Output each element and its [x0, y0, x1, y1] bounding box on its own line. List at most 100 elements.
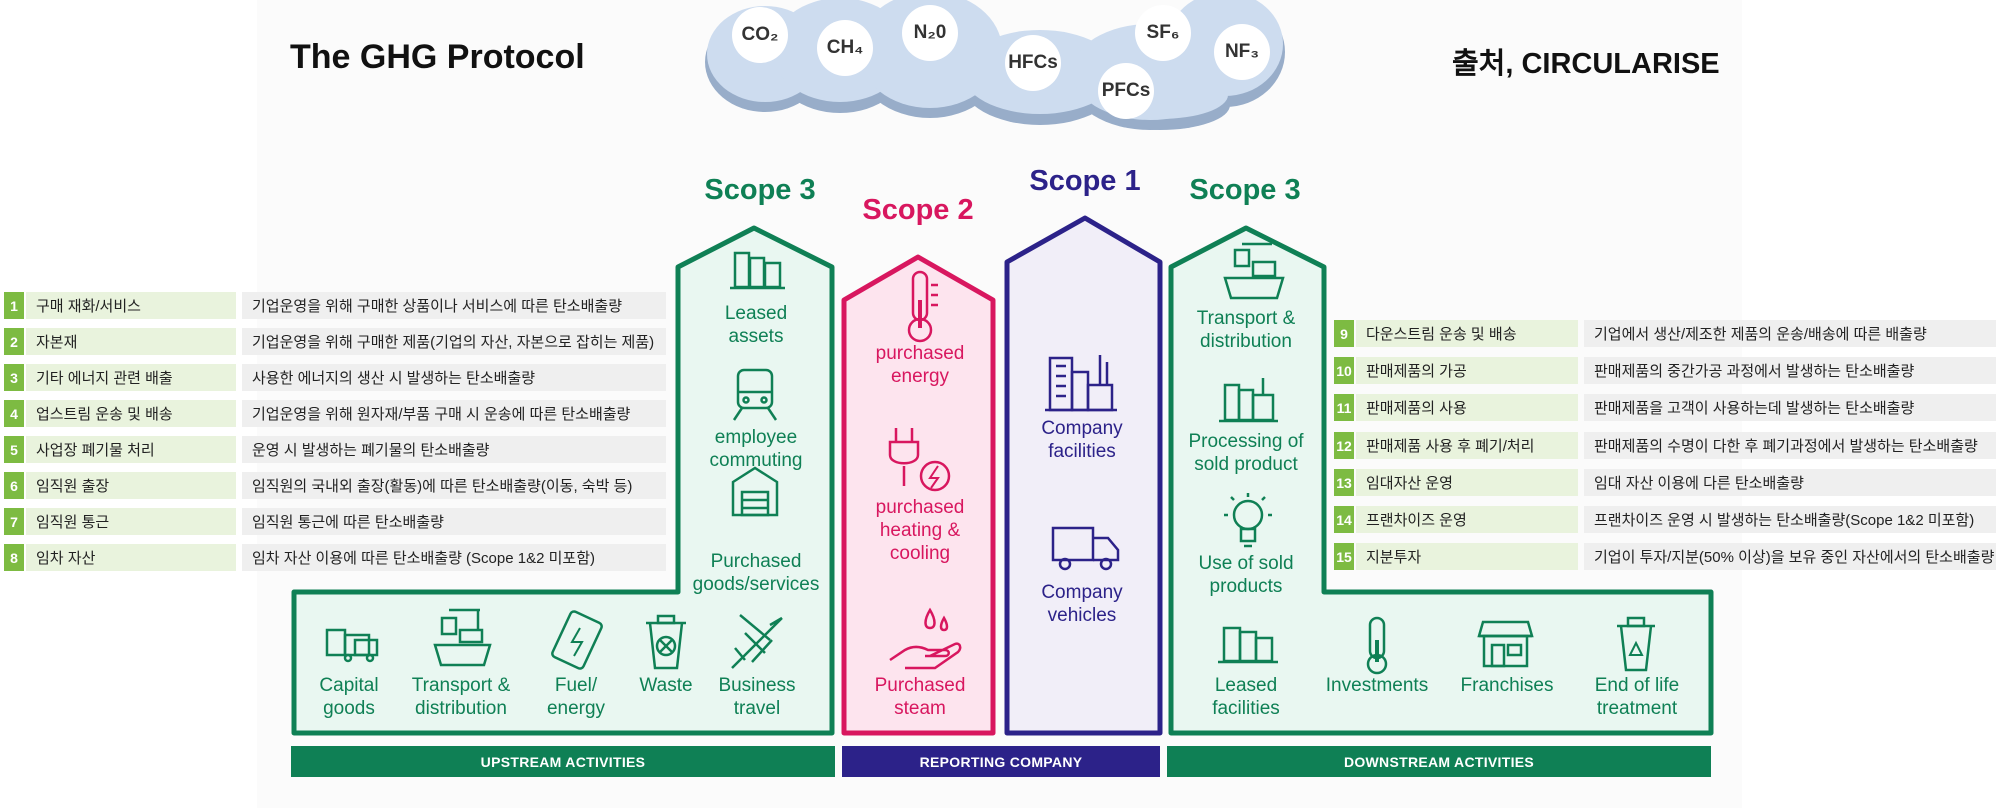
table-row: 4 업스트림 운송 및 배송 기업운영을 위해 원자재/부품 구매 시 운송에 … — [4, 400, 666, 427]
table-row: 5 사업장 폐기물 처리 운영 시 발생하는 폐기물의 탄소배출량 — [4, 436, 666, 463]
gas-sf6: SF₆ — [1146, 22, 1180, 43]
category-cell: 구매 재화/서비스 — [26, 292, 236, 319]
thermometer-icon — [907, 270, 938, 343]
processing-sold-product-label: Processing of sold product — [1188, 431, 1304, 475]
upstream-transport-label: Transport & distribution — [411, 675, 511, 719]
gas-hfcs: HFCs — [1008, 52, 1058, 73]
page-title: The GHG Protocol — [290, 38, 585, 76]
description-cell: 기업운영을 위해 원자재/부품 구매 시 운송에 따른 탄소배출량 — [242, 400, 666, 427]
company-facilities-label: Company facilities — [1041, 418, 1123, 462]
table-row: 12 판매제품 사용 후 폐기/처리 판매제품의 수명이 다한 후 폐기과정에서… — [1334, 432, 1996, 459]
description-cell: 판매제품의 중간가공 과정에서 발생하는 탄소배출량 — [1584, 357, 1996, 384]
business-travel-label: Business travel — [718, 675, 796, 719]
description-cell: 운영 시 발생하는 폐기물의 탄소배출량 — [242, 436, 666, 463]
category-cell: 임직원 출장 — [26, 472, 236, 499]
fuel-icon — [551, 610, 603, 670]
leased-assets-label: Leased assets — [724, 303, 788, 347]
row-number-badge: 1 — [4, 292, 24, 319]
category-cell: 다운스트림 운송 및 배송 — [1356, 320, 1578, 347]
row-number-badge: 6 — [4, 472, 24, 499]
category-cell: 프랜차이즈 운영 — [1356, 506, 1578, 533]
capital-goods-label: Capital goods — [319, 675, 379, 719]
franchise-store-icon — [1477, 620, 1534, 668]
fuel-energy-label: Fuel/ energy — [546, 675, 606, 719]
description-cell: 임직원의 국내외 출장(활동)에 따른 탄소배출량(이동, 숙박 등) — [242, 472, 666, 499]
warehouse-icon — [731, 466, 779, 517]
table-row: 7 임직원 통근 임직원 통근에 따른 탄소배출량 — [4, 508, 666, 535]
table-row: 13 임대자산 운영 임대 자산 이용에 다른 탄소배출량 — [1334, 469, 1996, 496]
row-number-badge: 4 — [4, 400, 24, 427]
plug-icon — [888, 428, 951, 492]
row-number-badge: 12 — [1334, 432, 1354, 459]
description-cell: 사용한 에너지의 생산 시 발생하는 탄소배출량 — [242, 364, 666, 391]
gas-bubble — [732, 7, 788, 63]
purchased-energy-label: purchased energy — [875, 343, 965, 387]
description-cell: 기업에서 생산/제조한 제품의 운송/배송에 따른 배출량 — [1584, 320, 1996, 347]
investments-thermometer-icon — [1366, 616, 1388, 675]
row-number-badge: 3 — [4, 364, 24, 391]
category-cell: 임직원 통근 — [26, 508, 236, 535]
transport-distribution-icon — [1223, 242, 1285, 300]
description-cell: 임차 자산 이용에 따른 탄소배출량 (Scope 1&2 미포함) — [242, 544, 666, 571]
row-number-badge: 7 — [4, 508, 24, 535]
category-cell: 기타 에너지 관련 배출 — [26, 364, 236, 391]
use-sold-products-label: Use of sold products — [1198, 553, 1294, 597]
processing-factory-icon — [1219, 378, 1278, 423]
gas-bubble — [817, 20, 873, 76]
purchased-heating-label: purchased heating & cooling — [875, 497, 965, 564]
category-cell: 자본재 — [26, 328, 236, 355]
table-row: 3 기타 에너지 관련 배출 사용한 에너지의 생산 시 발생하는 탄소배출량 — [4, 364, 666, 391]
table-row: 10 판매제품의 가공 판매제품의 중간가공 과정에서 발생하는 탄소배출량 — [1334, 357, 1996, 384]
investments-label: Investments — [1325, 675, 1429, 696]
row-number-badge: 13 — [1334, 469, 1354, 496]
scope1-title: Scope 1 — [1029, 165, 1141, 197]
gas-n2o: N₂0 — [913, 22, 947, 43]
table-row: 1 구매 재화/서비스 기업운영을 위해 구매한 상품이나 서비스에 따른 탄소… — [4, 292, 666, 319]
reporting-company-bar: REPORTING COMPANY — [842, 746, 1160, 777]
table-row: 14 프랜차이즈 운영 프랜차이즈 운영 시 발생하는 탄소배출량(Scope … — [1334, 506, 1996, 533]
row-number-badge: 11 — [1334, 394, 1354, 421]
description-cell: 기업운영을 위해 구매한 제품(기업의 자산, 자본으로 잡히는 제품) — [242, 328, 666, 355]
row-number-badge: 8 — [4, 544, 24, 571]
cloud-shape — [705, 0, 1285, 130]
purchased-goods-label: Purchased goods/services — [692, 551, 820, 595]
table-row: 9 다운스트림 운송 및 배송 기업에서 생산/제조한 제품의 운송/배송에 따… — [1334, 320, 1996, 347]
ship-icon — [433, 608, 492, 667]
airplane-icon — [731, 614, 783, 669]
scope3-downstream-title: Scope 3 — [1189, 174, 1301, 206]
row-number-badge: 15 — [1334, 543, 1354, 570]
category-cell: 판매제품의 가공 — [1356, 357, 1578, 384]
category-cell: 판매제품의 사용 — [1356, 394, 1578, 421]
gas-ch4: CH₄ — [826, 37, 864, 58]
category-cell: 임차 자산 — [26, 544, 236, 571]
table-row: 8 임차 자산 임차 자산 이용에 따른 탄소배출량 (Scope 1&2 미포… — [4, 544, 666, 571]
row-number-badge: 2 — [4, 328, 24, 355]
table-row: 2 자본재 기업운영을 위해 구매한 제품(기업의 자산, 자본으로 잡히는 제… — [4, 328, 666, 355]
downstream-shape — [1168, 225, 1714, 736]
purchased-steam-label: Purchased steam — [874, 675, 966, 719]
description-cell: 기업이 투자/지분(50% 이상)을 보유 중인 자산에서의 탄소배출량 — [1584, 543, 1996, 570]
gas-pfcs: PFCs — [1101, 80, 1151, 101]
category-cell: 지분투자 — [1356, 543, 1578, 570]
leased-facilities-icon — [1218, 626, 1278, 664]
steam-hand-icon — [889, 607, 962, 670]
gas-bubble — [1098, 63, 1154, 119]
upstream-shape — [291, 225, 835, 736]
table-row: 6 임직원 출장 임직원의 국내외 출장(활동)에 따른 탄소배출량(이동, 숙… — [4, 472, 666, 499]
description-cell: 프랜차이즈 운영 시 발생하는 탄소배출량(Scope 1&2 미포함) — [1584, 506, 1996, 533]
gas-bubble — [1214, 24, 1270, 80]
scope1-shape — [1004, 215, 1163, 736]
source-label: 출처, CIRCULARISE — [1452, 48, 1720, 80]
gas-bubble — [1135, 5, 1191, 61]
leased-facilities-label: Leased facilities — [1212, 675, 1280, 719]
capital-goods-icon — [325, 628, 379, 663]
factory-icon — [1045, 355, 1117, 412]
scope2-title: Scope 2 — [862, 194, 974, 226]
description-cell: 임직원 통근에 따른 탄소배출량 — [242, 508, 666, 535]
gas-nf3: NF₃ — [1224, 41, 1260, 62]
row-number-badge: 5 — [4, 436, 24, 463]
gas-bubble — [902, 5, 958, 61]
scope3-upstream-title: Scope 3 — [704, 174, 816, 206]
